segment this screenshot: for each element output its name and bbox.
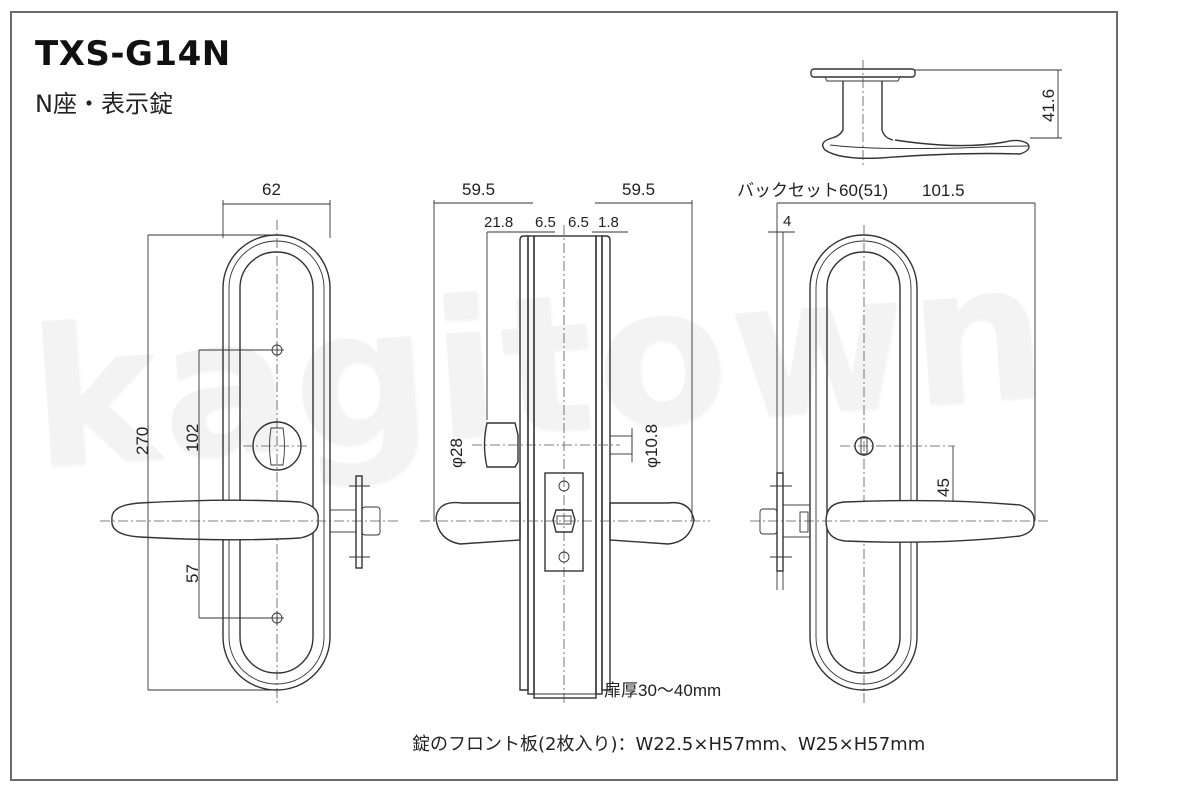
front-view-left: 62 bbox=[100, 180, 400, 705]
dim-6-5-right: 6.5 bbox=[568, 214, 589, 231]
dim-270: 270 bbox=[133, 427, 152, 455]
dim-57: 57 bbox=[183, 564, 202, 583]
dim-59-5-right: 59.5 bbox=[622, 180, 655, 199]
dim-4: 4 bbox=[783, 213, 791, 230]
dim-59-5-left: 59.5 bbox=[462, 180, 495, 199]
dim-62: 62 bbox=[262, 180, 281, 199]
dim-1-8: 1.8 bbox=[598, 214, 619, 231]
dim-6-5-left: 6.5 bbox=[535, 214, 556, 231]
dim-41-6: 41.6 bbox=[1039, 89, 1058, 122]
dim-phi10-8: φ10.8 bbox=[642, 424, 661, 468]
dim-phi28: φ28 bbox=[447, 438, 466, 468]
front-plate-note: 錠のフロント板(2枚入り)：W22.5×H57mm、W25×H57mm bbox=[412, 734, 926, 755]
dim-backset: バックセット60(51) bbox=[737, 181, 888, 200]
drawing-frame bbox=[10, 11, 1118, 781]
top-lever-view: 41.6 bbox=[810, 60, 1062, 168]
dim-21-8: 21.8 bbox=[484, 214, 513, 231]
door-thickness-note: 扉厚30～40mm bbox=[604, 681, 721, 700]
dim-45: 45 bbox=[934, 478, 953, 497]
model-subtitle: N座・表示錠 bbox=[35, 90, 173, 118]
model-title: TXS-G14N bbox=[35, 34, 231, 74]
dim-102: 102 bbox=[183, 424, 202, 452]
dim-101-5: 101.5 bbox=[922, 181, 965, 200]
front-view-right: バックセット60(51) 101.5 4 45 bbox=[737, 181, 1050, 705]
side-view-center: 59.5 59.5 21.8 6.5 6.5 1.8 φ28 φ10.8 bbox=[420, 180, 721, 705]
